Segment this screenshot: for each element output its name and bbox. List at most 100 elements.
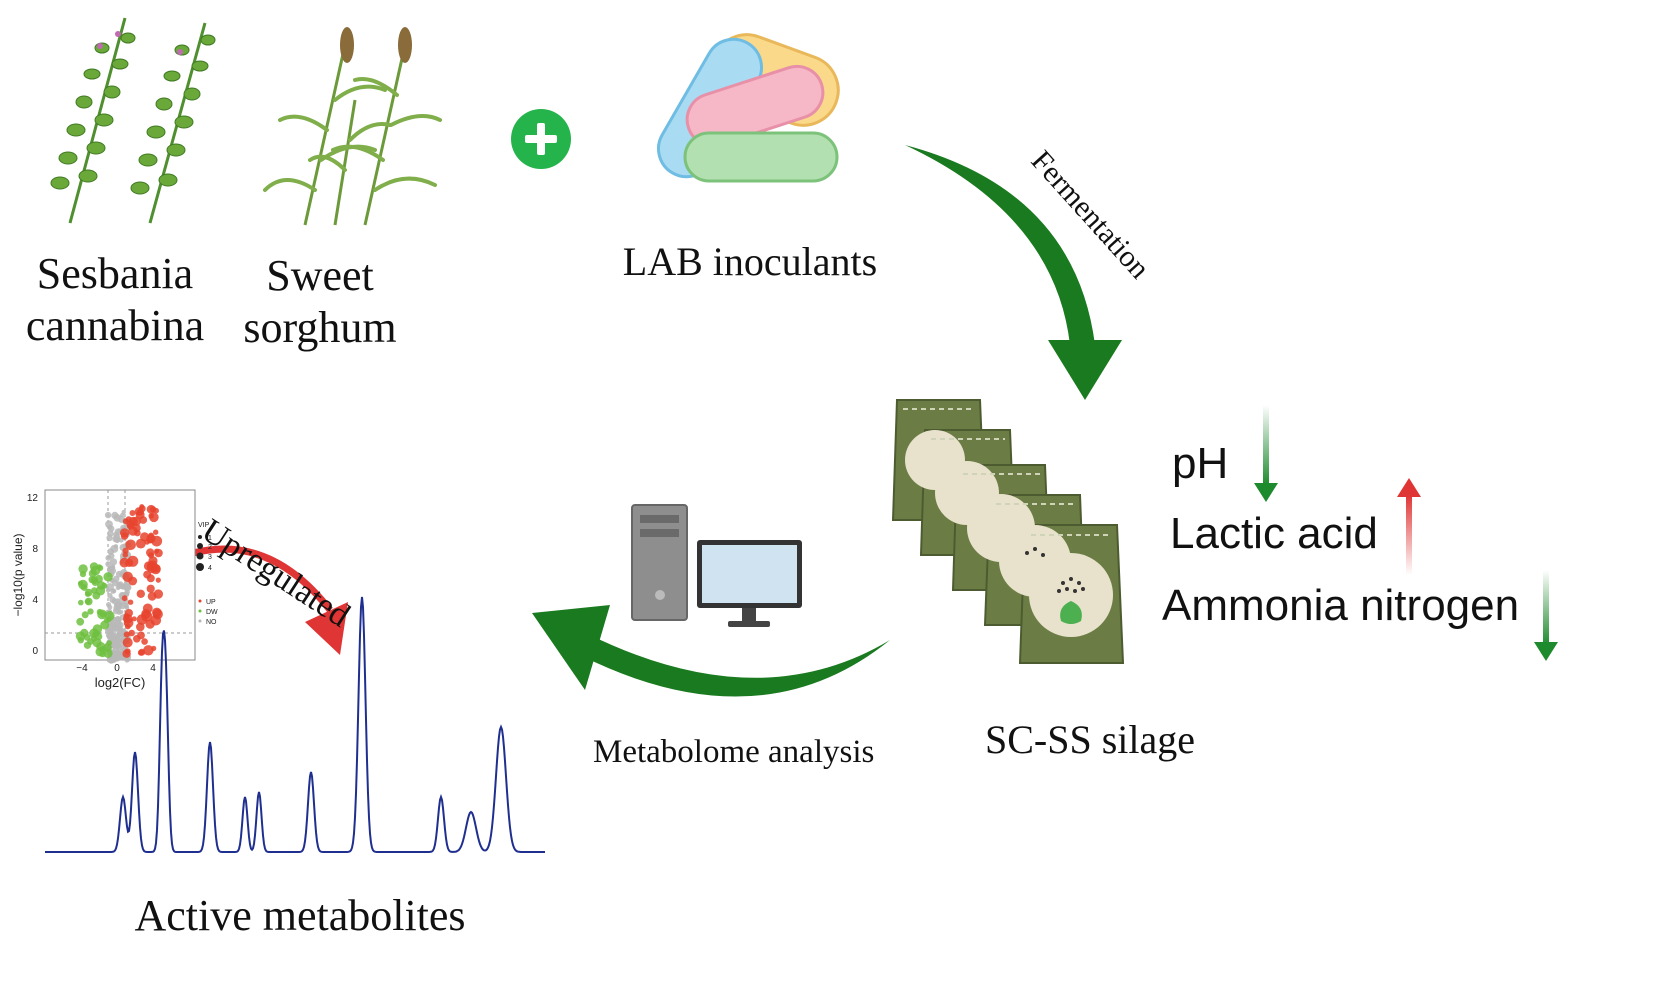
volcano-point-down [97, 609, 107, 620]
volcano-point-down [87, 608, 94, 615]
vip-level: 3 [208, 554, 212, 561]
y-tick: 0 [32, 646, 38, 657]
volcano-point-up [147, 591, 157, 601]
volcano-point-up [124, 648, 131, 655]
volcano-point-up [151, 535, 163, 547]
volcano-point-ns [108, 525, 115, 532]
indicator-lactic-acid-label: Lactic acid [1170, 509, 1378, 558]
volcano-point-ns [119, 609, 124, 615]
ammonia-down-arrow-icon [1534, 570, 1558, 661]
active-metabolites-label: Active metabolites [134, 891, 466, 940]
volcano-point-up [136, 508, 144, 516]
volcano-point-ns [111, 580, 119, 587]
volcano-point-up [127, 599, 134, 605]
volcano-point-up [155, 577, 161, 583]
volcano-point-down [96, 564, 103, 570]
volcano-point-up [128, 576, 138, 586]
legend-no: NO [206, 619, 217, 626]
legend-up: UP [206, 599, 216, 606]
volcano-point-up [153, 529, 159, 535]
sesbania-cannabina-icon [50, 17, 216, 224]
volcano-plot: 0 4 8 12 −4 0 4 log2(FC) −log10(p value)… [11, 489, 218, 690]
volcano-point-ns [114, 619, 122, 628]
sweet-sorghum-icon [263, 27, 442, 226]
plant1-name-line1: Sesbania [36, 249, 194, 298]
volcano-point-up [121, 595, 128, 602]
volcano-point-ns [107, 634, 114, 640]
volcano-point-up [122, 552, 129, 558]
volcano-x-ticks: −4 0 4 [76, 663, 156, 674]
volcano-point-up [123, 631, 130, 638]
lactic-acid-up-arrow-icon [1397, 478, 1421, 575]
volcano-point-up [146, 584, 155, 593]
metabolome-analysis-label: Metabolome analysis [593, 734, 875, 770]
volcano-point-up [148, 532, 155, 539]
volcano-point-down [78, 599, 84, 606]
volcano-point-up [128, 629, 135, 637]
volcano-x-label: log2(FC) [95, 675, 146, 690]
volcano-point-up [119, 557, 130, 568]
volcano-point-ns [105, 561, 112, 567]
volcano-point-up [146, 504, 156, 514]
volcano-point-down [100, 620, 110, 630]
volcano-point-down [103, 643, 112, 652]
vip-level: 2 [208, 544, 212, 551]
volcano-point-ns [112, 638, 120, 645]
plant2-name-line2: sorghum [243, 303, 397, 352]
volcano-y-label: −log10(p value) [11, 533, 25, 616]
volcano-point-up [119, 528, 130, 538]
x-tick: 0 [114, 663, 120, 674]
lab-inoculants-icon [657, 33, 840, 183]
volcano-point-up [143, 570, 152, 579]
volcano-point-up [152, 607, 162, 618]
volcano-point-up [129, 510, 136, 516]
vip-legend: 1 2 3 4 [196, 535, 212, 572]
volcano-point-down [103, 572, 113, 582]
y-tick: 8 [32, 544, 38, 555]
volcano-point-up [152, 564, 161, 573]
volcano-point-ns [107, 530, 114, 537]
volcano-point-up [154, 548, 163, 558]
volcano-point-up [136, 589, 145, 598]
volcano-point-down [77, 580, 84, 586]
volcano-point-down [88, 569, 97, 578]
volcano-point-up [131, 616, 137, 622]
volcano-point-down [75, 631, 86, 641]
y-tick: 4 [32, 595, 38, 606]
ph-down-arrow-icon [1254, 405, 1278, 502]
indicator-ammonia-nitrogen-label: Ammonia nitrogen [1162, 581, 1520, 630]
y-tick: 12 [27, 493, 39, 504]
volcano-point-ns [112, 535, 120, 543]
volcano-point-down [90, 576, 99, 584]
volcano-point-up [146, 548, 155, 557]
vip-level: 1 [208, 535, 212, 542]
volcano-point-up [122, 547, 129, 554]
silage-label: SC-SS silage [984, 717, 1196, 762]
volcano-point-ns [116, 583, 123, 590]
volcano-point-ns [109, 558, 118, 566]
volcano-point-up [137, 631, 145, 640]
volcano-point-up [151, 645, 157, 651]
x-tick: −4 [76, 663, 88, 674]
volcano-point-ns [107, 604, 113, 610]
volcano-point-up [148, 513, 154, 519]
volcano-point-ns [107, 548, 114, 555]
vip-level: 4 [208, 565, 212, 572]
volcano-point-down [84, 598, 91, 605]
volcano-point-ns [104, 511, 112, 519]
volcano-point-up [139, 516, 148, 524]
plus-icon [511, 109, 571, 169]
volcano-point-up [141, 610, 153, 622]
volcano-point-up [122, 637, 133, 648]
vip-title: VIP [198, 522, 210, 529]
volcano-point-ns [119, 592, 124, 597]
silage-bags-icon [891, 399, 1125, 664]
volcano-point-up [132, 524, 141, 533]
volcano-point-ns [111, 511, 119, 519]
volcano-point-down [95, 647, 105, 657]
volcano-point-up [141, 638, 148, 645]
computer-icon [631, 504, 802, 627]
plant2-name: Sweet sorghum [225, 250, 415, 354]
group-legend: UP DW NO [198, 599, 218, 626]
volcano-point-ns [114, 601, 121, 609]
